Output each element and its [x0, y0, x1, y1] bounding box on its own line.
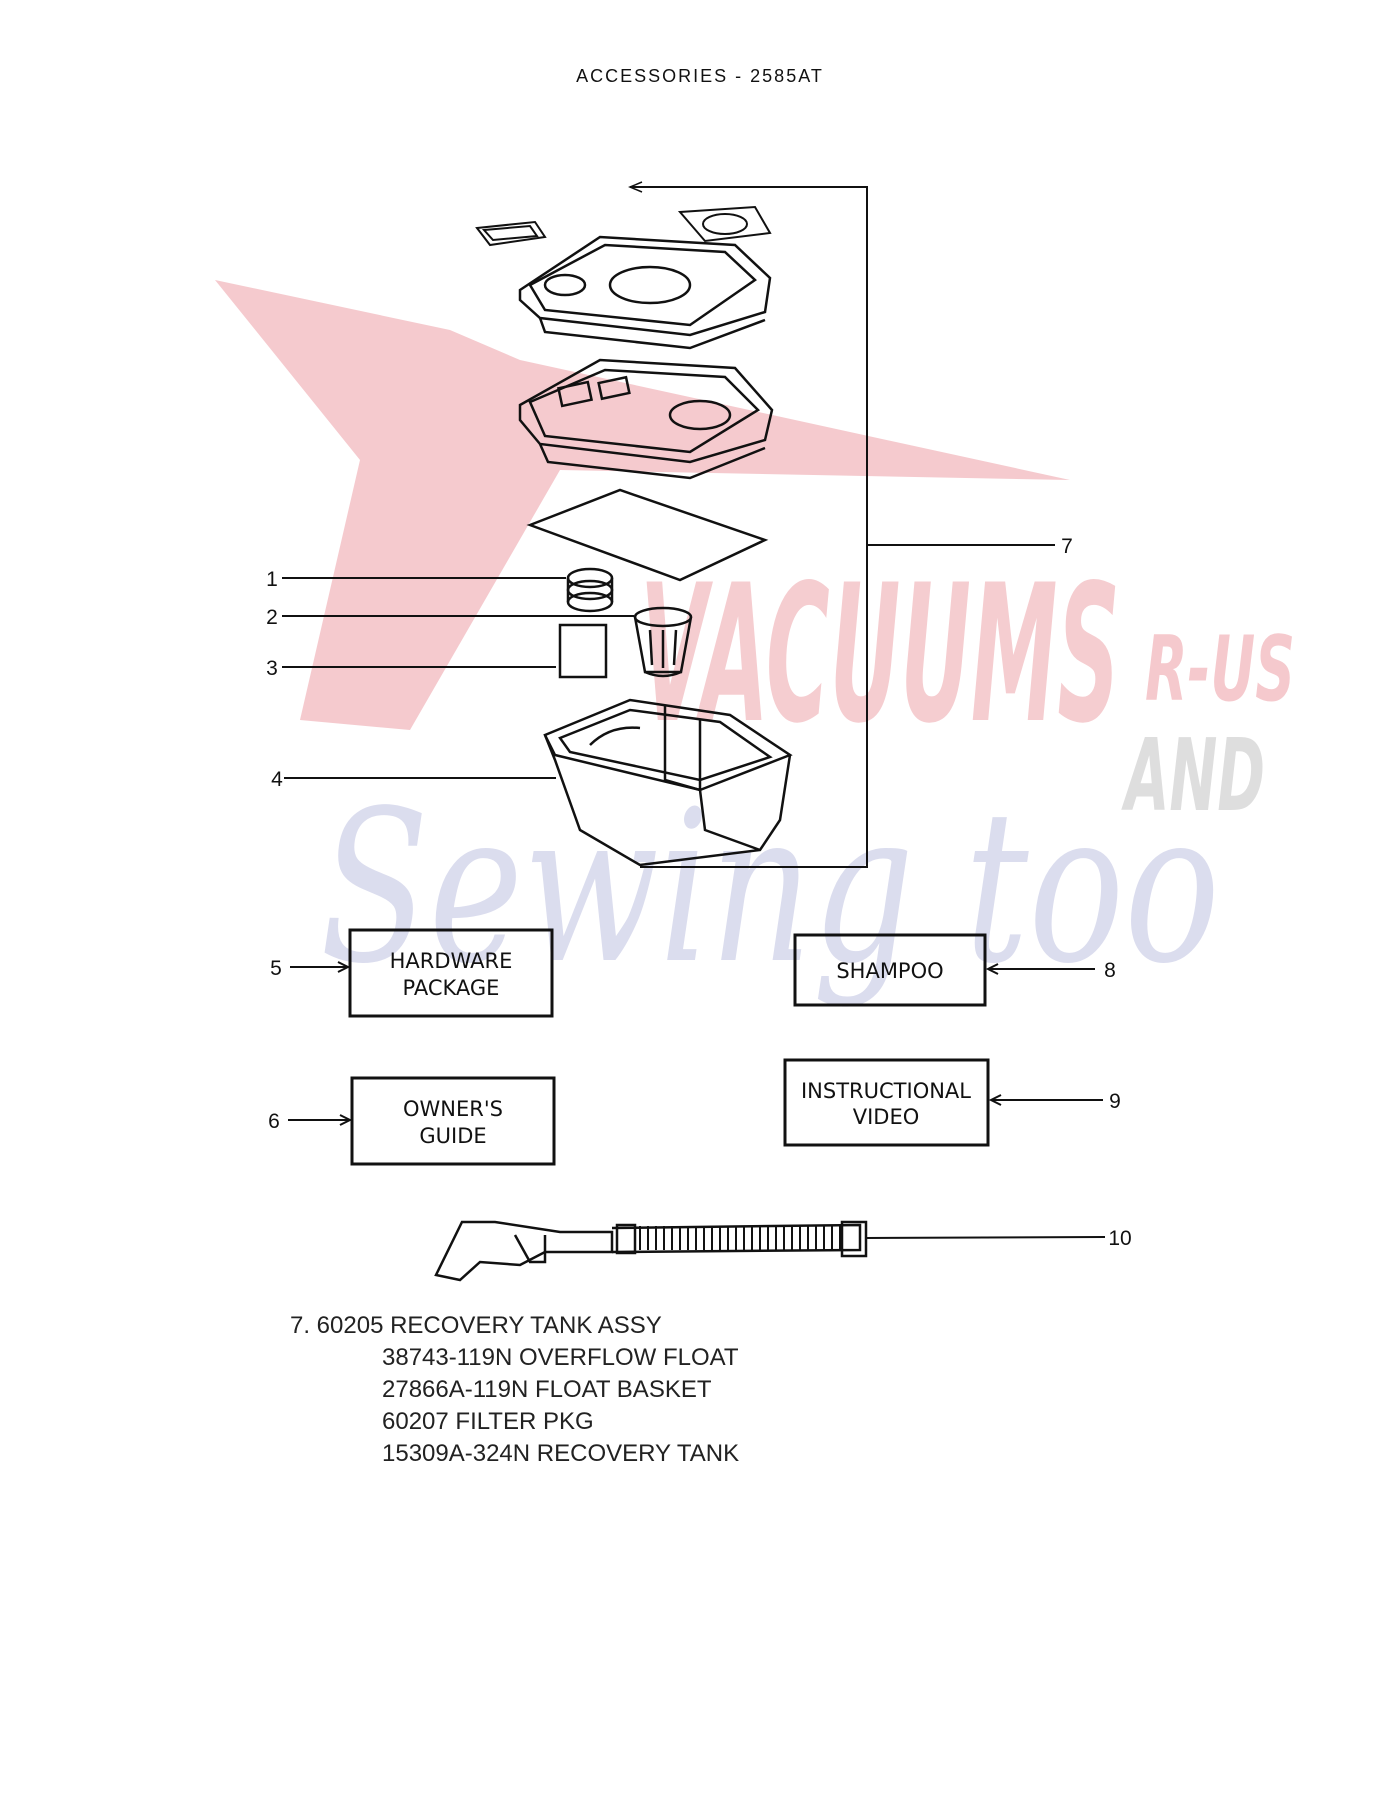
video-label-line1: INSTRUCTIONAL: [801, 1079, 971, 1103]
filter-sheet-part: [526, 488, 769, 582]
parts-list-item: 15309A-324N RECOVERY TANK: [382, 1440, 740, 1467]
watermark-script: Sewing too: [320, 765, 1220, 1010]
callout-5: 5: [270, 957, 282, 980]
hardware-package-box: HARDWARE PACKAGE 5: [270, 928, 554, 1018]
filter-pkg-part: [558, 623, 608, 679]
float-basket-part: [633, 606, 693, 678]
page-title: ACCESSORIES - 2585AT: [576, 66, 824, 86]
parts-list: 7. 60205 RECOVERY TANK ASSY 38743-119N O…: [290, 1310, 739, 1470]
watermark-v-shape: [215, 280, 1070, 730]
recovery-tank-part: [543, 698, 793, 867]
hose-corrugation: [639, 1226, 841, 1250]
parts-list-item: 60207 FILTER PKG: [382, 1408, 594, 1435]
callout-7: 7: [1061, 535, 1073, 558]
owners-guide-box: OWNER'S GUIDE 6: [268, 1076, 556, 1166]
overflow-float-part: [566, 567, 614, 613]
small-gasket-part: [475, 220, 547, 247]
assembly-bracket: [628, 181, 1055, 868]
lower-lid-part: [518, 358, 774, 480]
hardware-label-line2: PACKAGE: [403, 976, 500, 1000]
owners-guide-label-line2: GUIDE: [419, 1124, 486, 1148]
parts-list-item: 27866A-119N FLOAT BASKET: [382, 1376, 712, 1403]
hardware-label-line1: HARDWARE: [390, 949, 513, 973]
callout-4: 4: [271, 768, 283, 791]
callout-9: 9: [1109, 1090, 1121, 1113]
instructional-video-box: INSTRUCTIONAL VIDEO 9: [783, 1058, 1121, 1147]
callout-1: 1: [266, 568, 278, 591]
parts-list-main: 7. 60205 RECOVERY TANK ASSY: [290, 1312, 662, 1339]
shampoo-label: SHAMPOO: [836, 959, 943, 983]
watermark-big-word: VACUUMS: [640, 544, 1120, 765]
callout-6: 6: [268, 1110, 280, 1133]
owners-guide-label-line1: OWNER'S: [403, 1097, 503, 1121]
watermark-tag1: R-US: [1145, 617, 1295, 722]
square-gasket-part: [677, 205, 772, 243]
callout-10: 10: [1108, 1227, 1131, 1250]
shampoo-box: SHAMPOO 8: [793, 933, 1116, 1007]
video-label-line2: VIDEO: [853, 1105, 920, 1129]
callout-lines-left: [282, 577, 634, 779]
hose-tool-part: [434, 1220, 1106, 1282]
parts-list-item: 38743-119N OVERFLOW FLOAT: [382, 1344, 739, 1371]
watermark-logo: VACUUMS R-US AND Sewing too: [215, 280, 1295, 1010]
callout-2: 2: [266, 606, 278, 629]
watermark-tag2: AND: [1121, 717, 1265, 834]
top-lid-part: [518, 235, 772, 350]
callout-8: 8: [1104, 959, 1116, 982]
callout-3: 3: [266, 657, 278, 680]
